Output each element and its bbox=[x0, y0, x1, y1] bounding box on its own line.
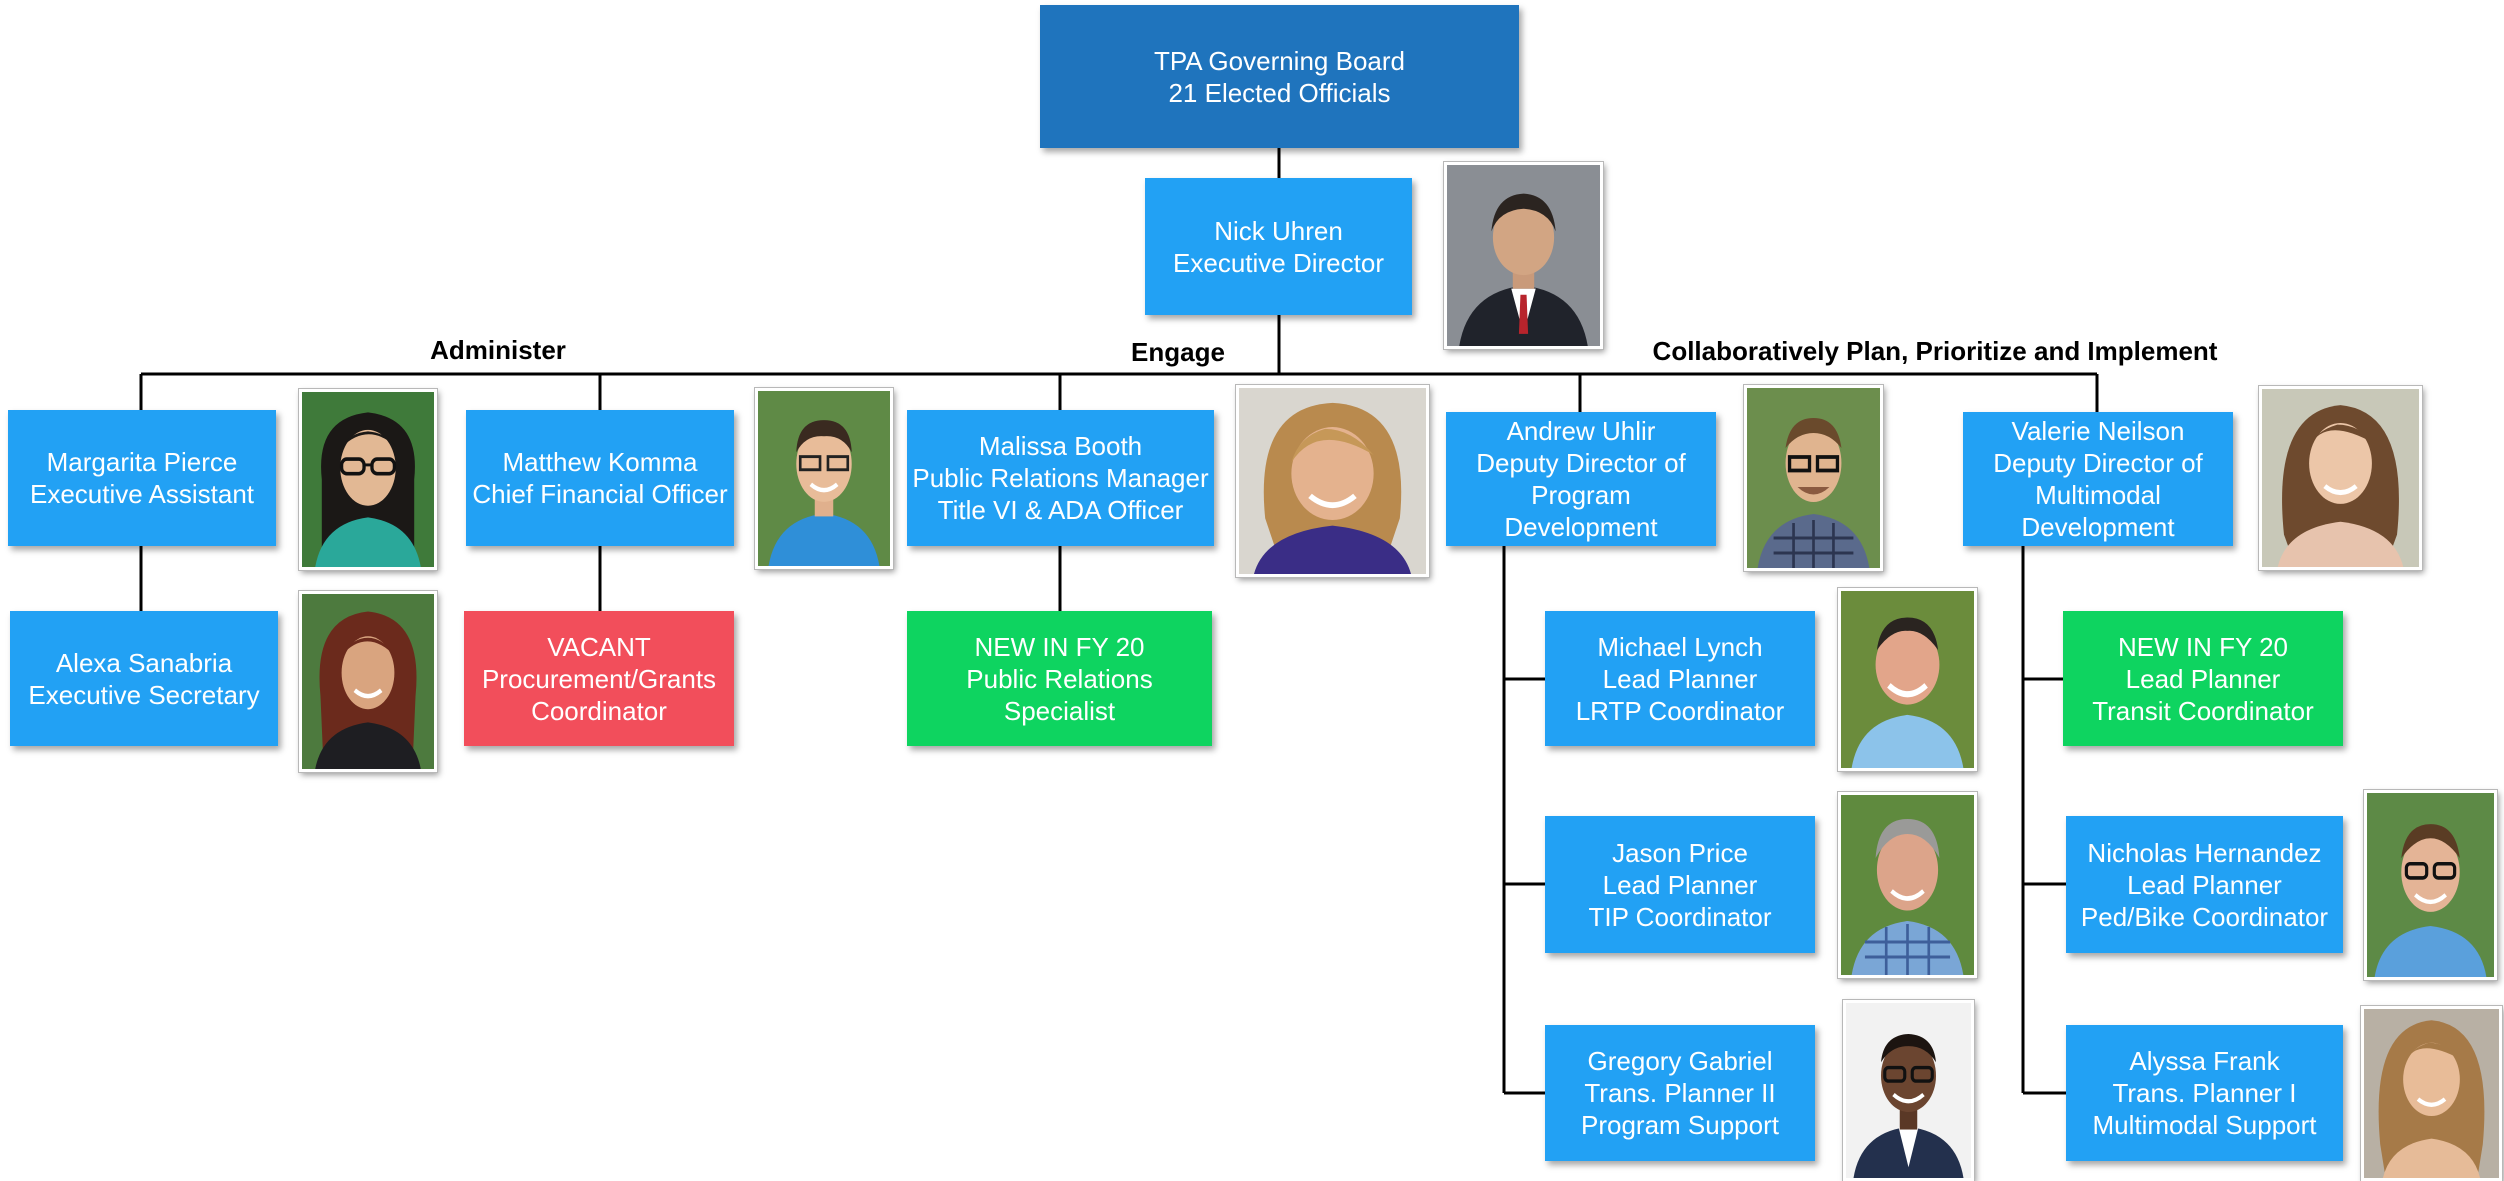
node-line: Development bbox=[2021, 512, 2175, 542]
node-line: Ped/Bike Coordinator bbox=[2080, 901, 2329, 932]
node-alexa-sanabria: Alexa Sanabria Executive Secretary bbox=[10, 611, 278, 746]
node-nicholas-hernandez: Nicholas Hernandez Lead Planner Ped/Bike… bbox=[2066, 816, 2343, 953]
node-line: Nick Uhren bbox=[1214, 215, 1343, 246]
photo-alexa-sanabria bbox=[298, 590, 438, 773]
category-label-engage: Engage bbox=[1131, 337, 1225, 367]
node-line: Chief Financial Officer bbox=[472, 479, 728, 509]
photo-andrew-uhlir bbox=[1743, 384, 1884, 572]
node-andrew-uhlir: Andrew Uhlir Deputy Director of Program … bbox=[1446, 412, 1716, 546]
node-line: LRTP Coordinator bbox=[1575, 695, 1785, 726]
node-line: Executive Director bbox=[1173, 247, 1384, 278]
node-line: Program Support bbox=[1581, 1110, 1779, 1140]
node-line: NEW IN FY 20 bbox=[974, 631, 1145, 662]
node-new-pr-specialist: NEW IN FY 20 Public Relations Specialist bbox=[907, 611, 1212, 746]
node-line: Lead Planner bbox=[1602, 869, 1758, 900]
node-matthew-komma: Matthew Komma Chief Financial Officer bbox=[466, 410, 734, 546]
node-gregory-gabriel: Gregory Gabriel Trans. Planner II Progra… bbox=[1545, 1025, 1815, 1161]
node-margarita-pierce: Margarita Pierce Executive Assistant bbox=[8, 410, 276, 546]
node-jason-price: Jason Price Lead Planner TIP Coordinator bbox=[1545, 816, 1815, 953]
node-valerie-neilson: Valerie Neilson Deputy Director of Multi… bbox=[1963, 412, 2233, 546]
node-line: Valerie Neilson bbox=[2011, 416, 2185, 446]
node-line: Program bbox=[1531, 480, 1631, 510]
photo-nick-uhren bbox=[1443, 161, 1604, 350]
photo-nicholas-hernandez bbox=[2363, 789, 2498, 981]
node-line: Executive Assistant bbox=[30, 479, 254, 509]
node-line: TIP Coordinator bbox=[1588, 901, 1772, 932]
node-line: Michael Lynch bbox=[1597, 631, 1763, 662]
node-line: TPA Governing Board bbox=[1154, 45, 1405, 76]
node-line: Jason Price bbox=[1612, 837, 1748, 868]
category-label-administer: Administer bbox=[430, 335, 566, 365]
node-alyssa-frank: Alyssa Frank Trans. Planner I Multimodal… bbox=[2066, 1025, 2343, 1161]
node-line: Alyssa Frank bbox=[2129, 1046, 2280, 1076]
node-line: Title VI & ADA Officer bbox=[937, 495, 1184, 525]
node-line: Malissa Booth bbox=[978, 431, 1143, 461]
node-line: Deputy Director of bbox=[1476, 448, 1686, 478]
node-new-transit-coordinator: NEW IN FY 20 Lead Planner Transit Coordi… bbox=[2063, 611, 2343, 746]
node-michael-lynch: Michael Lynch Lead Planner LRTP Coordina… bbox=[1545, 611, 1815, 746]
node-line: Margarita Pierce bbox=[46, 447, 238, 477]
node-line: Lead Planner bbox=[2127, 869, 2282, 900]
photo-gregory-gabriel bbox=[1842, 999, 1975, 1181]
node-line: Specialist bbox=[1003, 695, 1116, 726]
category-label-plan: Collaboratively Plan, Prioritize and Imp… bbox=[1652, 336, 2218, 366]
node-line: Trans. Planner I bbox=[2112, 1078, 2297, 1108]
node-line: Lead Planner bbox=[2125, 663, 2281, 694]
node-line: Trans. Planner II bbox=[1584, 1078, 1776, 1108]
node-line: NEW IN FY 20 bbox=[2117, 631, 2288, 662]
node-line: Deputy Director of bbox=[1993, 448, 2203, 478]
node-line: Multimodal Support bbox=[2092, 1110, 2317, 1140]
photo-margarita-pierce bbox=[298, 388, 438, 571]
node-line: 21 Elected Officials bbox=[1168, 77, 1391, 108]
node-line: Gregory Gabriel bbox=[1587, 1046, 1773, 1076]
photo-malissa-booth bbox=[1235, 384, 1430, 578]
node-nick-uhren: Nick Uhren Executive Director bbox=[1145, 178, 1412, 315]
photo-jason-price bbox=[1837, 791, 1978, 979]
node-line: Alexa Sanabria bbox=[55, 647, 233, 678]
node-line: VACANT bbox=[547, 631, 651, 662]
node-line: Nicholas Hernandez bbox=[2087, 837, 2322, 868]
node-line: Lead Planner bbox=[1602, 663, 1758, 694]
node-line: Matthew Komma bbox=[502, 447, 698, 477]
photo-valerie-neilson bbox=[2258, 385, 2423, 571]
photo-alyssa-frank bbox=[2360, 1005, 2503, 1181]
node-line: Public Relations Manager bbox=[912, 463, 1209, 493]
node-line: Transit Coordinator bbox=[2092, 695, 2314, 726]
node-vacant-procurement: VACANT Procurement/Grants Coordinator bbox=[464, 611, 734, 746]
node-line: Development bbox=[1504, 512, 1658, 542]
photo-matthew-komma bbox=[754, 387, 894, 570]
node-line: Executive Secretary bbox=[28, 679, 260, 710]
node-governing-board: TPA Governing Board 21 Elected Officials bbox=[1040, 5, 1519, 148]
node-line: Andrew Uhlir bbox=[1506, 416, 1656, 446]
node-line: Coordinator bbox=[531, 695, 667, 726]
node-line: Multimodal bbox=[2035, 480, 2161, 510]
node-malissa-booth: Malissa Booth Public Relations Manager T… bbox=[907, 410, 1214, 546]
photo-michael-lynch bbox=[1837, 587, 1978, 772]
node-line: Procurement/Grants bbox=[481, 663, 717, 694]
node-line: Public Relations bbox=[966, 663, 1153, 694]
